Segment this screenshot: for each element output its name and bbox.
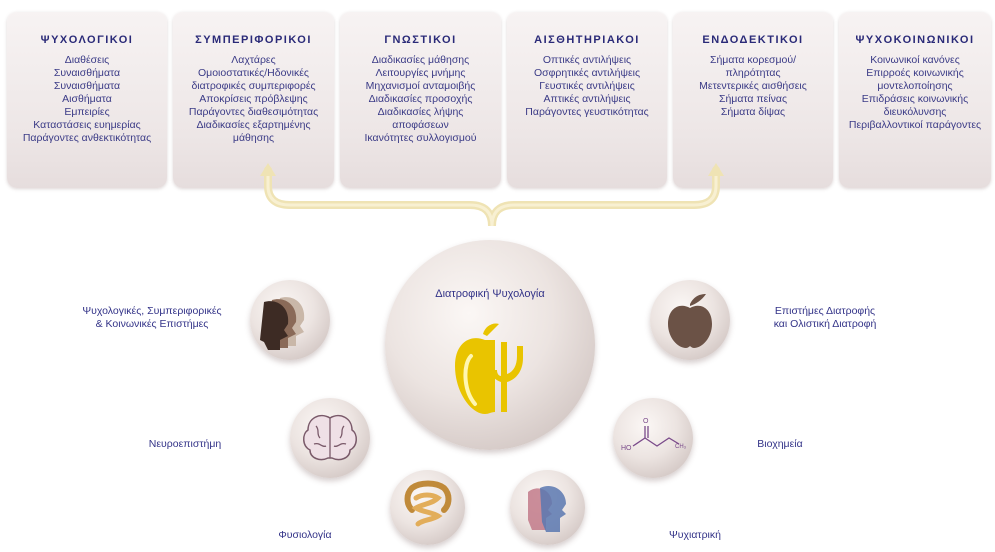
psych-sciences-circle <box>250 280 330 360</box>
card-item: Συναισθήματα <box>53 67 121 79</box>
card-item: διατροφικές συμπεριφορές <box>191 80 316 92</box>
card-item: Παράγοντες γευστικότητας <box>525 106 649 118</box>
biochemistry-label: Βιοχημεία <box>757 438 803 450</box>
silhouettes-icon <box>260 297 305 350</box>
card-psychological: ΨΥΧΟΛΟΓΙΚΟΙ Διαθέσεις Συναισθήματα Συναι… <box>7 12 167 188</box>
card-item: Παράγοντες ανθεκτικότητας <box>22 132 152 144</box>
card-item: Λαχτάρες <box>231 54 276 66</box>
card-item: Αποκρίσεις πρόβλεψης <box>199 93 308 105</box>
label-line: Επιστήμες Διατροφής <box>774 305 876 317</box>
card-item: Διαδικασίες λήψης <box>377 106 464 118</box>
molecule-ch3-label: CH₃ <box>675 444 687 450</box>
card-title: ΑΙΣΘΗΤΗΡΙΑΚΟΙ <box>534 34 640 46</box>
molecule-o-label: O <box>643 418 649 425</box>
molecule-icon: HO O CH₃ <box>621 418 687 452</box>
card-item: Αισθήματα <box>62 93 112 105</box>
card-sensory: ΑΙΣΘΗΤΗΡΙΑΚΟΙ Οπτικές αντιλήψεις Οσφρητι… <box>507 12 667 188</box>
biochemistry-circle: HO O CH₃ <box>613 398 693 478</box>
card-item: Καταστάσεις ευημερίας <box>33 119 141 131</box>
molecule-ho-label: HO <box>621 445 632 452</box>
card-item: Διαδικασίες προσοχής <box>368 93 473 105</box>
psychiatry-circle <box>510 470 585 545</box>
label-line: και Ολιστική Διατροφή <box>773 318 877 330</box>
card-behavioral: ΣΥΜΠΕΡΙΦΟΡΙΚΟΙ Λαχτάρες Ομοιοστατικές/Ηδ… <box>173 12 334 188</box>
center-title: Διατροφική Ψυχολογία <box>435 288 545 300</box>
neuroscience-circle <box>290 398 370 478</box>
psi-apple-logo-icon <box>455 323 523 414</box>
card-item: Ομοιοστατικές/Ηδονικές <box>197 67 309 79</box>
card-item: Ικανότητες συλλογισμού <box>364 132 477 144</box>
physiology-circle <box>390 470 465 545</box>
nutrition-sciences-label: Επιστήμες Διατροφής και Ολιστική Διατροφ… <box>760 305 890 331</box>
card-title: ΨΥΧΟΛΟΓΙΚΟΙ <box>40 34 134 46</box>
card-item: Συναισθήματα <box>53 80 121 92</box>
card-item: Διαδικασίες μάθησης <box>371 54 470 66</box>
label-line: & Κοινωνικές Επιστήμες <box>95 318 209 330</box>
card-item: μοντελοποίησης <box>877 80 953 92</box>
center-circle: Διατροφική Ψυχολογία <box>385 240 595 450</box>
psychiatry-label: Ψυχιατρική <box>669 529 721 541</box>
card-item: Σήματα πείνας <box>718 93 788 105</box>
card-title: ΨΥΧΟΚΟΙΝΩΝΙΚΟΙ <box>855 34 975 46</box>
nutrition-sciences-circle <box>650 280 730 360</box>
card-item: πληρότητας <box>725 67 781 79</box>
card-item: Σήματα δίψας <box>720 106 786 118</box>
card-item: Διαθέσεις <box>64 54 110 66</box>
card-item: Μετεντερικές αισθήσεις <box>699 80 807 92</box>
card-item: διευκόλυνσης <box>883 106 947 118</box>
card-item: Επιδράσεις κοινωνικής <box>861 93 969 105</box>
profile-heads-icon <box>528 485 566 532</box>
card-item: Μηχανισμοί ανταμοιβής <box>365 80 476 92</box>
card-cognitive: ΓΝΩΣΤΙΚΟΙ Διαδικασίες μάθησης Λειτουργίε… <box>340 12 501 188</box>
card-item: Οπτικές αντιλήψεις <box>542 54 632 66</box>
apple-icon <box>668 294 712 348</box>
card-item: Γευστικές αντιλήψεις <box>539 80 635 92</box>
card-item: Παράγοντες διαθεσιμότητας <box>188 106 319 118</box>
neuroscience-label: Νευροεπιστήμη <box>148 438 222 450</box>
card-title: ΕΝΔΟΔΕΚΤΙΚΟΙ <box>702 34 804 46</box>
card-title: ΣΥΜΠΕΡΙΦΟΡΙΚΟΙ <box>195 34 312 46</box>
card-item: μάθησης <box>232 132 275 144</box>
card-item: Λειτουργίες μνήμης <box>375 67 466 79</box>
brain-icon <box>303 414 357 461</box>
card-item: Απτικές αντιλήψεις <box>543 93 631 105</box>
card-title: ΓΝΩΣΤΙΚΟΙ <box>384 34 457 46</box>
card-item: Επιρροές κοινωνικής <box>866 67 964 79</box>
card-item: Σήματα κορεσμού/ <box>709 54 797 66</box>
card-item: Περιβαλλοντικοί παράγοντες <box>848 119 982 131</box>
card-item: Διαδικασίες εξαρτημένης <box>196 119 311 131</box>
card-item: Οσφρητικές αντιλήψεις <box>533 67 641 79</box>
card-item: αποφάσεων <box>392 119 449 131</box>
intestines-icon <box>404 480 452 527</box>
card-item: Κοινωνικοί κανόνες <box>870 54 960 66</box>
physiology-label: Φυσιολογία <box>278 529 332 541</box>
card-interoceptive: ΕΝΔΟΔΕΚΤΙΚΟΙ Σήματα κορεσμού/ πληρότητας… <box>673 12 833 188</box>
card-psychosocial: ΨΥΧΟΚΟΙΝΩΝΙΚΟΙ Κοινωνικοί κανόνες Επιρρο… <box>839 12 991 188</box>
label-line: Ψυχολογικές, Συμπεριφορικές <box>82 305 222 317</box>
psych-sciences-label: Ψυχολογικές, Συμπεριφορικές & Κοινωνικές… <box>62 305 242 331</box>
card-item: Εμπειρίες <box>64 106 110 118</box>
